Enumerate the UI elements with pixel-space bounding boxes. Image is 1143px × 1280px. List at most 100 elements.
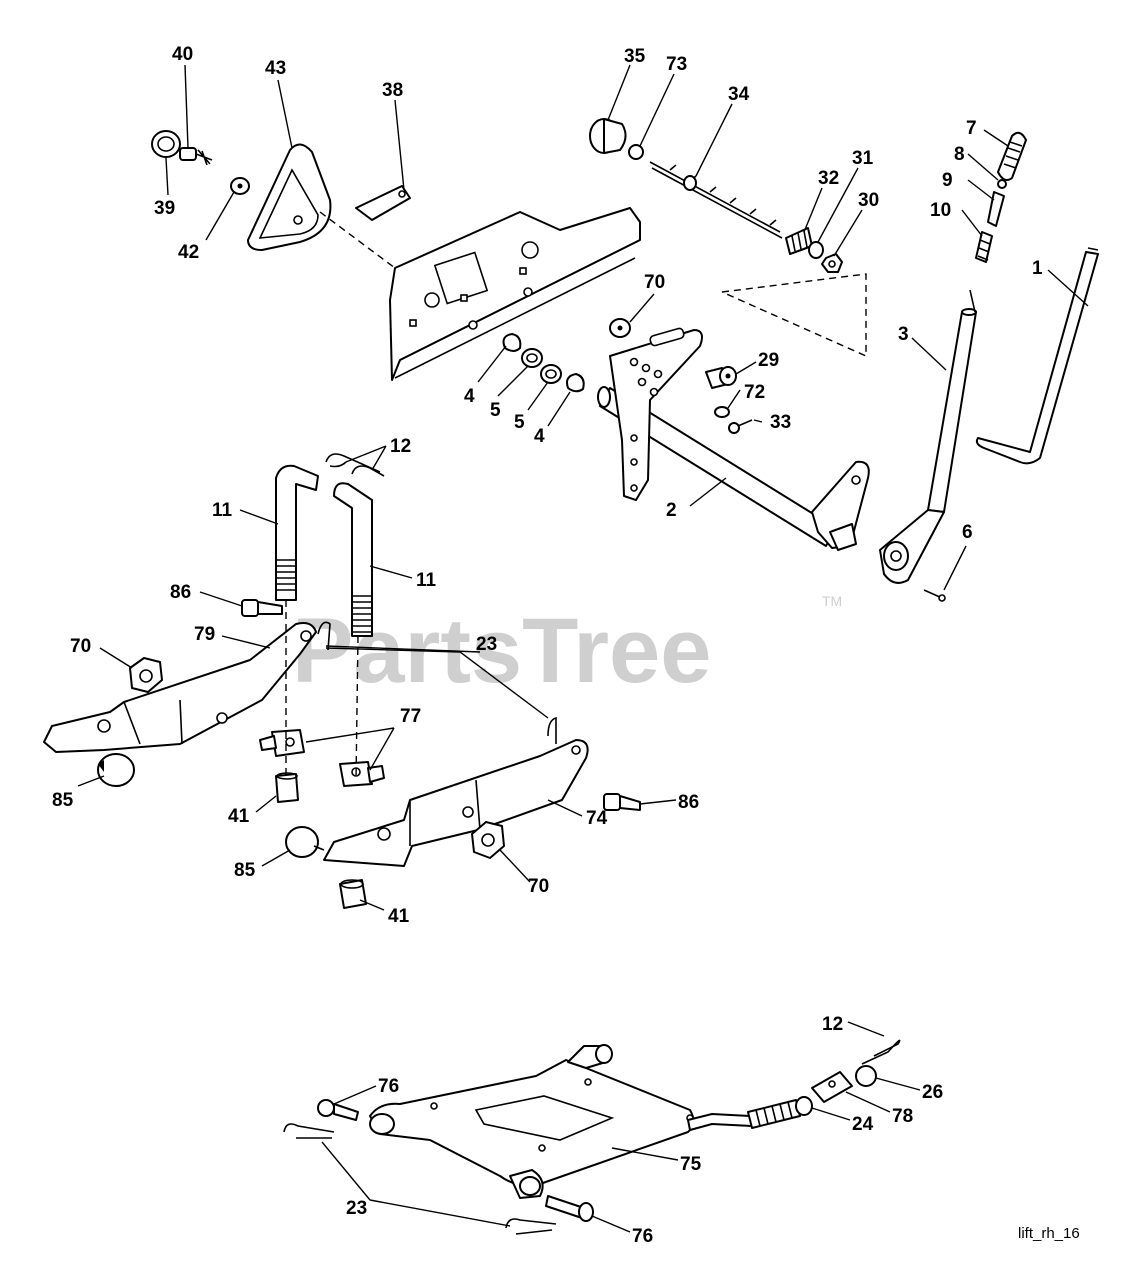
label-32: 32 — [818, 168, 839, 189]
label-12-bottom: 12 — [822, 1014, 843, 1035]
label-76b: 76 — [632, 1226, 653, 1247]
label-10: 10 — [930, 200, 951, 221]
label-85a: 85 — [52, 790, 74, 811]
ball-8 — [997, 179, 1007, 189]
hairpin-23c — [505, 1218, 557, 1235]
ring-4a — [502, 333, 522, 352]
label-6: 6 — [962, 522, 973, 543]
leader-lines — [77, 64, 1089, 1233]
label-30: 30 — [858, 190, 879, 211]
label-41a: 41 — [228, 806, 250, 827]
label-33: 33 — [770, 412, 791, 433]
nut-41a — [275, 772, 299, 803]
label-74: 74 — [586, 808, 608, 829]
label-38: 38 — [382, 80, 403, 101]
lift-side-plate — [389, 207, 641, 381]
label-2: 2 — [666, 500, 677, 521]
ferrule-77a — [259, 729, 305, 757]
rod-1 — [975, 247, 1099, 465]
label-11a: 11 — [212, 500, 233, 521]
label-72: 72 — [744, 382, 765, 403]
cap-85b — [285, 826, 325, 858]
lift-plate-75 — [369, 1044, 695, 1199]
label-70-left: 70 — [70, 636, 91, 657]
screw-33 — [728, 419, 753, 434]
ferrule-77b — [339, 761, 385, 787]
rod-11b — [333, 482, 373, 637]
grip-7 — [997, 131, 1027, 181]
dash-rod11b — [355, 635, 359, 781]
label-75: 75 — [680, 1154, 702, 1175]
dash-rod-bracket — [721, 273, 867, 358]
label-85b: 85 — [234, 860, 256, 881]
spring-clip-38 — [355, 185, 411, 221]
label-40: 40 — [172, 44, 193, 65]
rod-11a — [275, 464, 319, 601]
hex-nut-70-left — [129, 657, 163, 693]
label-31: 31 — [852, 148, 874, 169]
hairpin-12b — [861, 1039, 901, 1065]
label-73: 73 — [666, 54, 687, 75]
trademark-mark: TM — [822, 593, 842, 609]
nut-41b — [339, 879, 367, 909]
label-4a: 4 — [464, 386, 475, 407]
plunger-9 — [987, 191, 1005, 227]
ring-5b — [540, 364, 562, 384]
bolt-29 — [705, 366, 737, 389]
label-3: 3 — [898, 324, 909, 345]
hairpin-23b — [283, 1123, 335, 1139]
label-79: 79 — [194, 624, 215, 645]
label-7: 7 — [966, 118, 977, 139]
trunnion-78 — [811, 1071, 853, 1103]
ring-5a — [521, 348, 543, 368]
lift-arm-74 — [323, 739, 589, 867]
label-23-top: 23 — [476, 634, 497, 655]
bolt-76b — [545, 1195, 594, 1222]
label-42: 42 — [178, 242, 199, 263]
cap-85a — [97, 753, 135, 787]
link-wire-23 — [325, 647, 549, 719]
label-5a: 5 — [490, 400, 501, 421]
threaded-rod-34 — [649, 161, 783, 239]
label-70-top: 70 — [644, 272, 665, 293]
label-8: 8 — [954, 144, 965, 165]
lever-guide-43 — [247, 143, 332, 251]
label-1: 1 — [1032, 258, 1043, 279]
hex-nut-70-right — [471, 821, 505, 859]
label-26: 26 — [922, 1082, 943, 1103]
nut-26 — [855, 1065, 877, 1087]
figure-id: lift_rh_16 — [1018, 1225, 1080, 1242]
label-70-right: 70 — [528, 876, 549, 897]
ring-4b — [566, 373, 585, 393]
knob-39 — [151, 130, 181, 158]
label-77: 77 — [400, 706, 421, 727]
bolt-76a — [317, 1099, 359, 1121]
spring-10 — [975, 231, 993, 263]
label-35: 35 — [624, 46, 646, 67]
washer-70-top — [609, 318, 631, 338]
label-29: 29 — [758, 350, 779, 371]
label-24: 24 — [852, 1114, 874, 1135]
bolt-86b — [603, 793, 641, 811]
hairpin-23a — [317, 621, 557, 744]
bolt-40 — [179, 147, 213, 166]
label-76a: 76 — [378, 1076, 399, 1097]
label-12-top: 12 — [390, 436, 411, 457]
bolt-86a — [241, 599, 283, 617]
label-41b: 41 — [388, 906, 410, 927]
lift-arm-79 — [43, 622, 317, 753]
lift-shaft-2 — [597, 327, 870, 551]
label-5b: 5 — [514, 412, 525, 433]
pin-6 — [923, 589, 946, 602]
washer-31 — [808, 241, 824, 259]
label-11b: 11 — [416, 570, 437, 591]
washer-73 — [628, 144, 644, 160]
label-23-bottom: 23 — [346, 1198, 367, 1219]
label-9: 9 — [942, 170, 953, 191]
label-4b: 4 — [534, 426, 545, 447]
spring-rod-75 — [687, 1099, 801, 1131]
lift-lever-3 — [879, 289, 977, 584]
washer-42 — [230, 177, 250, 195]
label-39: 39 — [154, 198, 175, 219]
